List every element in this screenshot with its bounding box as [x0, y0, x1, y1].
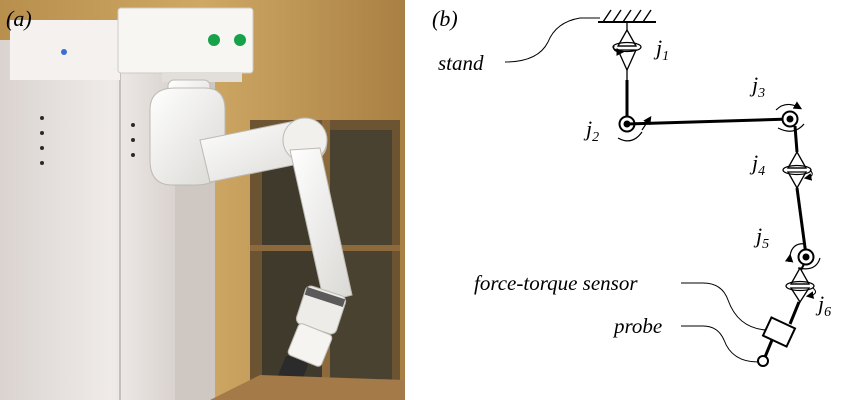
joint-5-label: j5: [753, 223, 769, 252]
blue-indicator-icon: [61, 49, 67, 55]
panel-b-label: (b): [432, 6, 458, 31]
housing-base: [162, 72, 242, 82]
joint-2-rotation-arrow: [617, 131, 643, 142]
cabinet-indicator-dots: [40, 116, 135, 165]
sensor-leader-line: [681, 282, 767, 331]
joint-5-rotation-arrow: [784, 243, 807, 263]
robot-arm-photo: (a): [0, 0, 405, 400]
joint-6-symbol: [785, 266, 815, 304]
joint-4-symbol: [782, 150, 812, 190]
stand-label: stand: [438, 51, 484, 75]
panel-a-label: (a): [6, 6, 32, 31]
wrist-collar: [304, 287, 346, 307]
sensor-body: [287, 323, 333, 367]
link-j6-sensor: [788, 301, 801, 325]
joint-6-label: j6: [815, 291, 831, 320]
stand-ground-icon: [598, 9, 656, 23]
joint-5-symbol: [797, 248, 815, 266]
status-led-icon: [208, 34, 220, 46]
force-torque-sensor-box: [761, 316, 797, 348]
arm-forearm: [289, 147, 353, 303]
joint-3-rotation-arrow: [775, 101, 803, 111]
probe-shaft: [763, 339, 774, 358]
joint-6-rotation-arrow: [805, 287, 817, 299]
cardboard-box: [210, 375, 405, 400]
probe-tip: [757, 355, 769, 367]
motor-housing: [117, 7, 254, 74]
joint-3-label: j3: [749, 72, 765, 101]
joint-1-rotation-arrow: [613, 45, 625, 56]
force-torque-sensor-label: force-torque sensor: [474, 271, 638, 295]
joint-3-rotation-arrow: [777, 123, 805, 132]
probe-label: probe: [612, 314, 662, 338]
joint-4-label: j4: [749, 150, 765, 179]
stand-leader-line: [504, 17, 600, 63]
status-led-icon: [234, 34, 246, 46]
joint-3-symbol: [781, 110, 799, 128]
joint-4-rotation-arrow: [803, 169, 813, 181]
kinematic-diagram: (b): [432, 6, 831, 367]
joint-2-label: j2: [583, 116, 599, 145]
probe-leader-line: [681, 325, 759, 363]
link-j5-j6: [800, 263, 805, 271]
link-j2-j3: [626, 117, 791, 126]
joint-1-label: j1: [653, 35, 669, 64]
link-j3-j4: [793, 125, 799, 153]
